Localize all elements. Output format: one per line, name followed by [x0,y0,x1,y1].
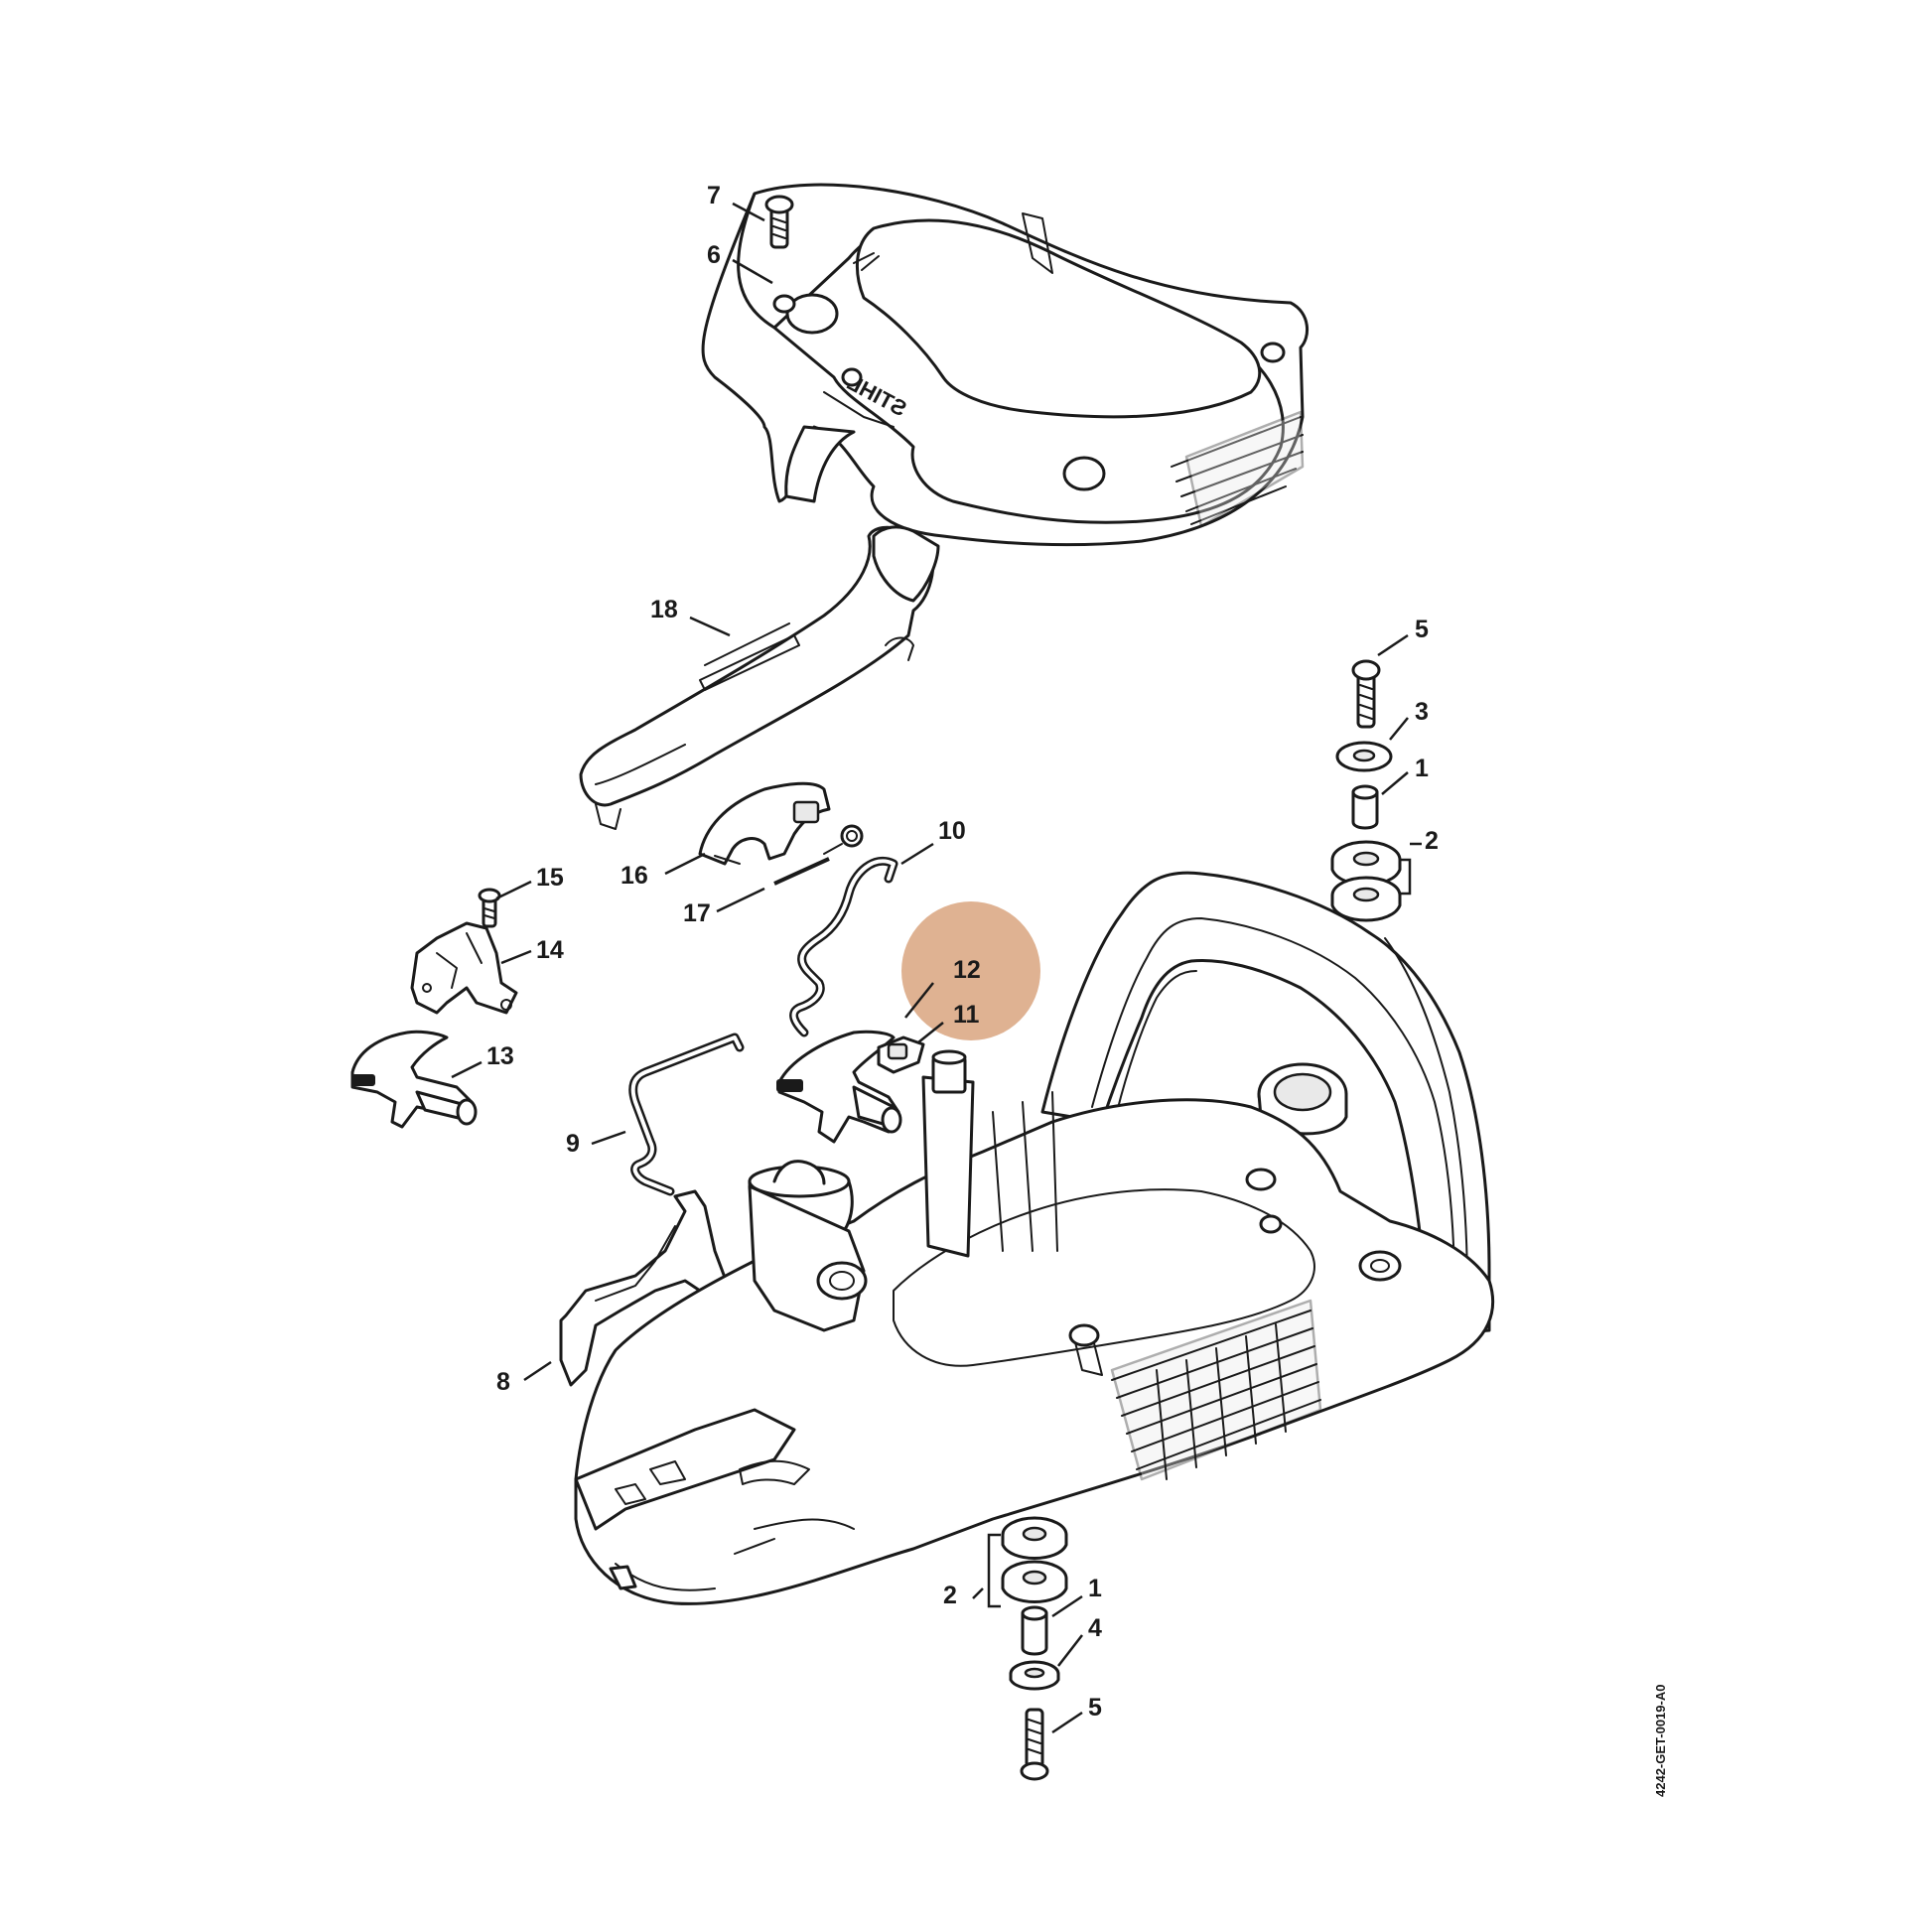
part-5-screw-bottom [1020,1708,1049,1781]
callout-highlight-marker [901,901,1040,1040]
callout-17: 17 [683,899,711,927]
part-7-screw [764,195,794,249]
callout-labels: 7 6 18 5 3 1 2 10 16 17 15 14 12 11 13 9… [486,182,1439,1722]
callout-5-top: 5 [1415,616,1429,643]
callout-9: 9 [566,1130,580,1158]
part-6-top-cover: STIHL [701,183,1310,547]
callout-14: 14 [536,936,564,964]
part-2-buffers-top [1330,840,1402,922]
callout-4: 4 [1088,1614,1102,1642]
callout-12: 12 [953,956,981,984]
callout-1-bottom: 1 [1088,1575,1102,1602]
callout-1-top: 1 [1415,755,1429,782]
main-housing [574,871,1495,1605]
part-9-wire-link [628,1033,745,1196]
part-14-bracket [410,921,518,1015]
part-1-sleeve-bottom [1021,1605,1048,1656]
callout-2-top: 2 [1425,827,1439,855]
callout-6: 6 [707,241,721,269]
part-13-lever [350,1030,478,1129]
callout-13: 13 [486,1042,514,1070]
callout-5-bottom: 5 [1088,1694,1102,1722]
part-10-throttle-rod [789,856,898,1037]
callout-11: 11 [953,1001,980,1029]
part-3-washer [1335,741,1393,772]
part-12-lock-lever [776,1030,902,1144]
part-15-screw [478,888,501,928]
callout-2-bottom: 2 [943,1582,957,1609]
callout-10: 10 [938,817,966,845]
part-4-washer [1009,1660,1060,1691]
part-5-screw-top [1351,659,1381,729]
callout-15: 15 [536,864,564,892]
part-16-throttle-trigger [698,781,831,866]
reference-code: 4242-GET-0019-A0 [1653,1685,1668,1797]
callout-18: 18 [650,596,678,623]
part-17-spring-pin [773,824,864,886]
part-2-buffers-bottom [1001,1516,1068,1603]
callout-16: 16 [621,862,648,890]
part-18-handle-grip [579,525,940,830]
part-1-sleeve-top [1351,784,1379,830]
callout-8: 8 [496,1368,510,1396]
part-11-small-clip [877,1035,925,1074]
leader-lines [451,202,1422,1734]
callout-3: 3 [1415,698,1429,726]
callout-7: 7 [707,182,721,209]
